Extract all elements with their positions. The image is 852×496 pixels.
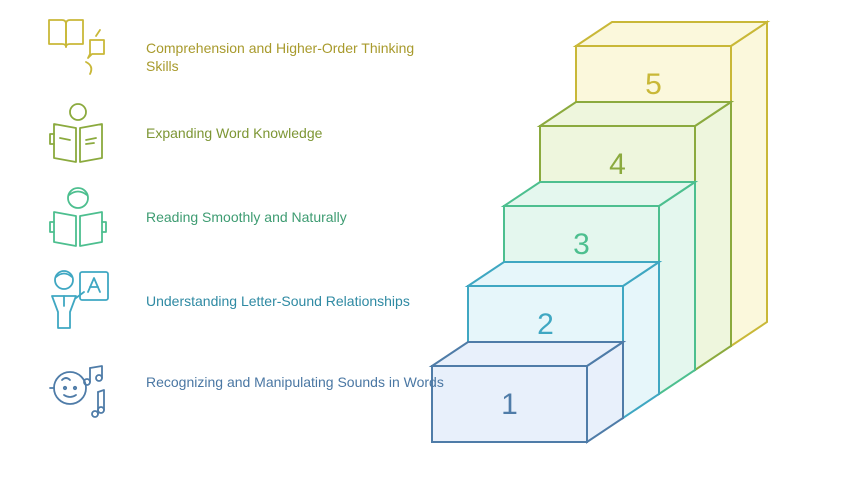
step-3-label: Reading Smoothly and Naturally: [146, 209, 347, 225]
stair-number-1: 1: [501, 388, 518, 421]
stair-front-face: [431, 365, 588, 443]
book-thought-bubble-icon: [44, 14, 114, 80]
stair-side-face: [658, 180, 696, 396]
stair-side-face: [694, 100, 732, 372]
person-reading-book-icon: [44, 100, 114, 166]
stair-number-4: 4: [609, 148, 626, 181]
stair-side-face: [622, 260, 660, 420]
step-1-label: Recognizing and Manipulating Sounds in W…: [146, 374, 444, 390]
step-5-label: Comprehension and Higher-Order Thinking …: [146, 40, 415, 74]
child-letter-board-icon: [44, 268, 114, 334]
stair-block-1: 1: [428, 340, 627, 444]
step-2-label: Understanding Letter-Sound Relationships: [146, 293, 410, 309]
stair-number-5: 5: [645, 68, 662, 101]
step-4-label: Expanding Word Knowledge: [146, 125, 323, 141]
stair-number-2: 2: [537, 308, 554, 341]
child-reading-icon: [44, 184, 114, 250]
stair-side-face: [730, 20, 768, 348]
stair-number-3: 3: [573, 228, 590, 261]
baby-music-icon: [44, 362, 114, 428]
